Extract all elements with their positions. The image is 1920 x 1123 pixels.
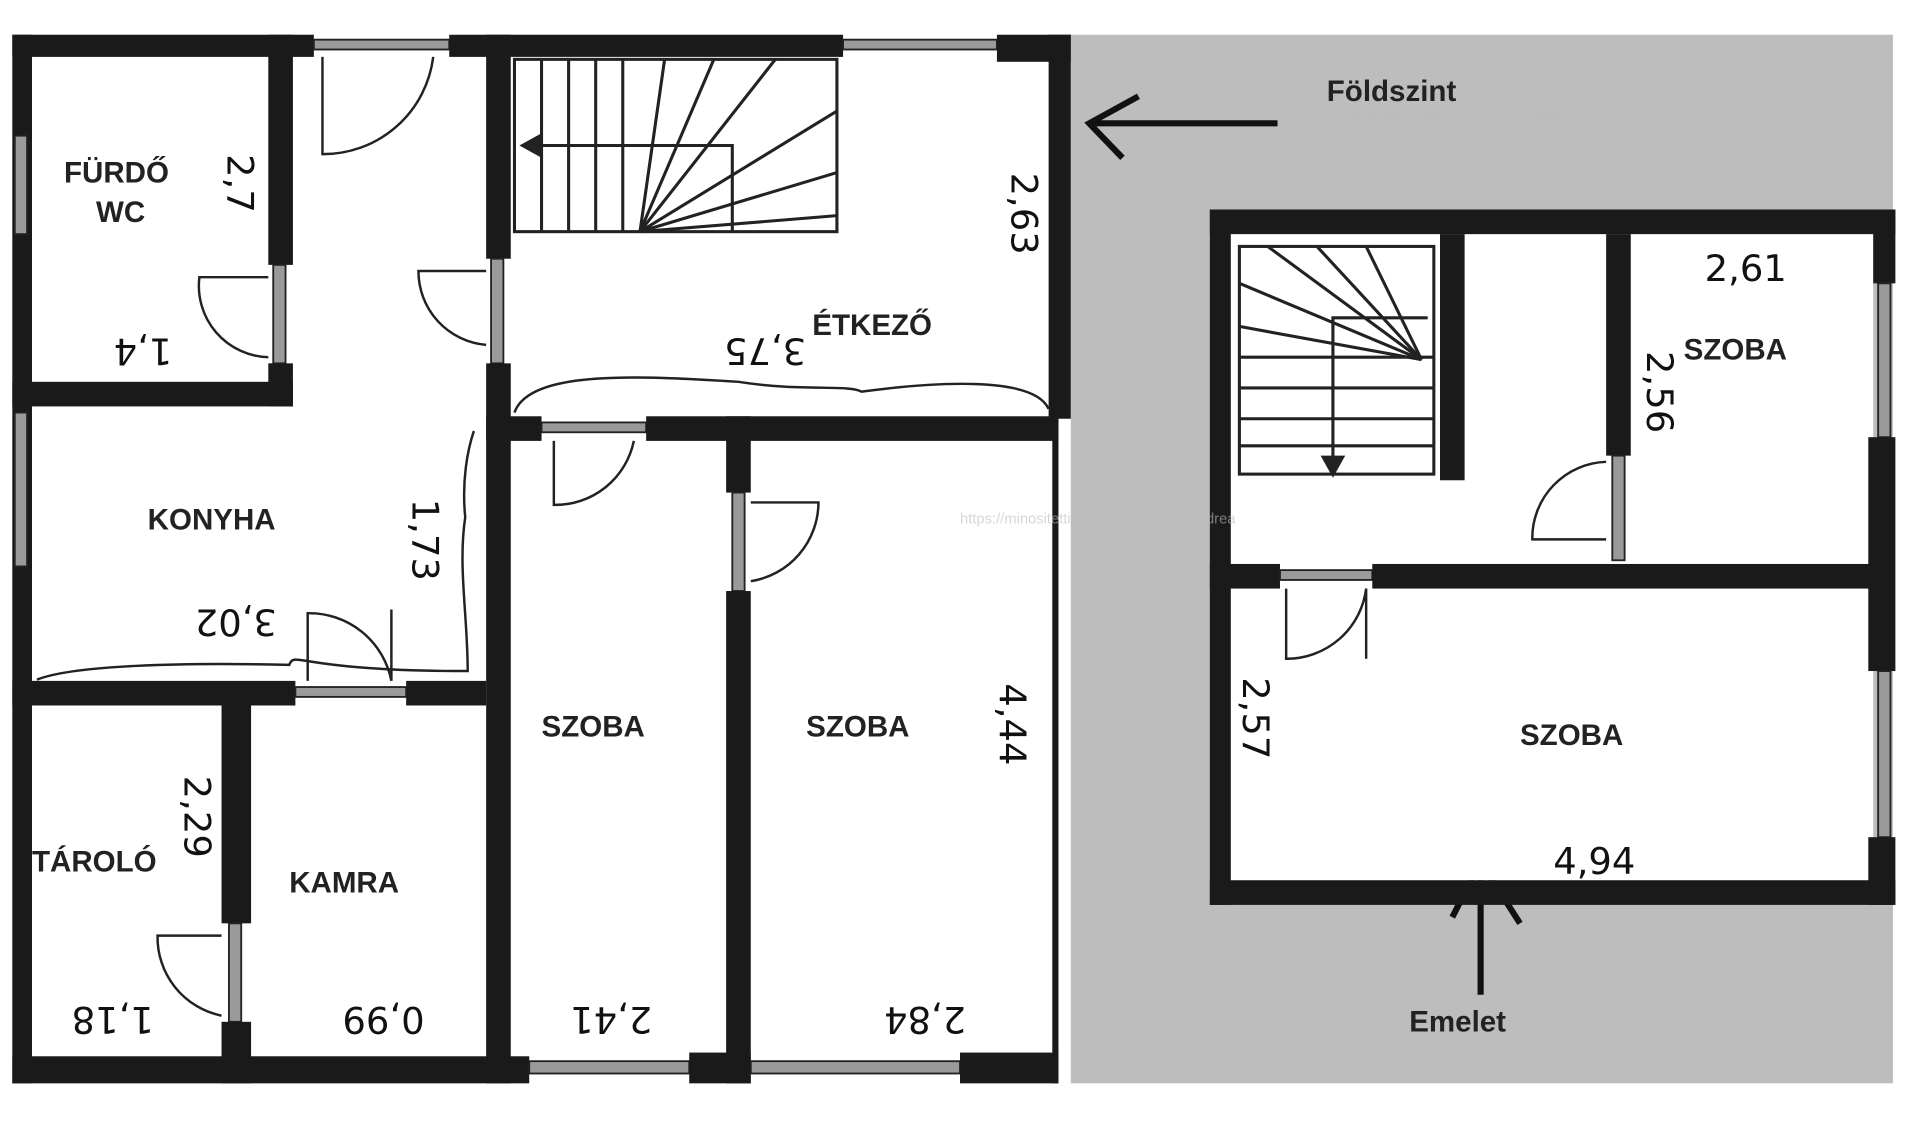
watermark: https://minositettingatlanok.hu/kiss-and… [960,511,1236,527]
dim-storage-h: 2,29 [176,776,219,858]
dim-upper-small-h: 2,56 [1638,351,1681,433]
ground-floor-stairs [512,57,839,234]
dim-room-a-w: 2,41 [570,998,652,1041]
dim-room-b-h: 4,44 [990,683,1033,765]
dim-upper-large-h: 2,57 [1234,677,1277,759]
dim-bath-h: 2,7 [219,154,262,213]
watermark: https://minositettingatlanok.hu/kiss-and… [1083,911,1359,927]
room-label-upper-large: SZOBA [1520,719,1623,752]
upper-door-swings [1284,460,1607,660]
dim-kitchen-w: 3,02 [195,601,277,644]
dim-dining-h: 2,63 [1003,173,1046,255]
upper-floor-stairs [1237,244,1436,478]
room-label-wc: WC [96,196,145,229]
ground-floor-pointer: Földszint [1084,75,1457,160]
upper-floor-walls [1209,209,1896,905]
watermark: https://minositettingatlanok.hu/kiss-and… [1302,108,1578,124]
ground-floor-walls [12,34,1071,1084]
dim-upper-large-w: 4,94 [1553,840,1635,883]
room-label-dining: ÉTKEZŐ [812,308,932,342]
room-label-pantry: KAMRA [289,867,399,900]
arrow-down-icon [1320,455,1346,478]
dim-bath-w: 1,4 [114,330,173,373]
watermark: https://minositettingatlanok.hu/kiss-and… [1600,911,1876,927]
room-label-storage: TÁROLÓ [32,845,157,879]
ground-floor-label: Földszint [1327,75,1457,108]
room-label-upper-small: SZOBA [1684,334,1787,367]
dim-upper-small-w: 2,61 [1705,247,1787,290]
arrow-icon [519,133,542,158]
dim-pantry-w: 0,99 [342,998,424,1041]
dim-dining-w: 3,75 [724,330,806,373]
dim-room-b-w: 2,84 [884,998,966,1041]
room-label-room-a: SZOBA [542,710,645,743]
dim-storage-w: 1,18 [72,998,154,1041]
room-label-bathroom: FÜRDŐ [64,155,169,189]
upper-floor-label: Emelet [1409,1006,1506,1039]
dim-kitchen-h: 1,73 [403,499,446,581]
room-label-room-b: SZOBA [806,710,909,743]
door-swings [156,56,820,1017]
room-label-kitchen: KONYHA [148,503,276,536]
